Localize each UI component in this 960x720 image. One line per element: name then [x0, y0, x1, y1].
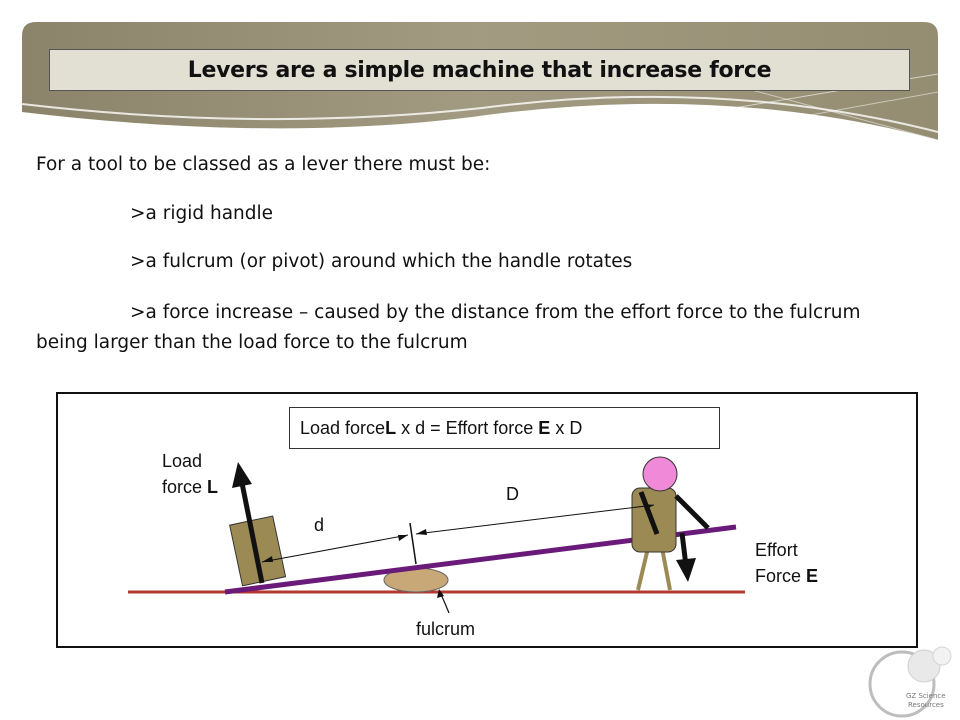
small-d-label: d: [314, 515, 325, 535]
gz-science-logo: GZ Science Resources: [868, 646, 952, 718]
load-label-line1: Load: [162, 451, 203, 471]
big-D-label: D: [506, 484, 519, 504]
formula-part3: x D: [550, 417, 583, 438]
logo-text-line1: GZ Science: [906, 692, 946, 700]
load-arrow-head: [232, 462, 252, 488]
bullet-rigid-handle: >a rigid handle: [130, 203, 274, 224]
person-head: [642, 456, 678, 492]
person-arm: [638, 491, 660, 535]
intro-text: For a tool to be classed as a lever ther…: [36, 154, 491, 175]
lever-diagram: [56, 392, 918, 648]
load-force-label: Load force L: [162, 448, 218, 500]
fulcrum-pointer: [440, 593, 450, 614]
slide-title: Levers are a simple machine that increas…: [187, 57, 772, 83]
person-leg-right: [660, 547, 672, 591]
bullet-fulcrum: >a fulcrum (or pivot) around which the h…: [130, 251, 633, 272]
effort-label-symbol: E: [806, 566, 819, 586]
person-leg-left: [636, 547, 650, 591]
d-arrow: [261, 534, 409, 563]
load-label-line2: force: [162, 477, 208, 497]
effort-arrow: [674, 494, 710, 530]
load-label-symbol: L: [207, 477, 219, 497]
formula-box: Load force L x d = Effort force E x D: [289, 407, 720, 449]
logo-text-line2: Resources: [908, 701, 944, 709]
effort-arrow-head: [676, 558, 696, 582]
effort-label-line2: Force: [755, 566, 807, 586]
formula-part2: x d = Effort force: [396, 417, 539, 438]
bullet-force-increase: >a force increase – caused by the distan…: [36, 302, 861, 353]
fulcrum-tick: [409, 522, 417, 565]
effort-force-label: Effort Force E: [755, 537, 818, 589]
effort-label-line1: Effort: [755, 540, 798, 560]
fulcrum-label: fulcrum: [416, 619, 476, 639]
formula-L: L: [385, 417, 397, 438]
formula-part1: Load force: [300, 417, 386, 438]
title-box: Levers are a simple machine that increas…: [49, 49, 910, 91]
formula-E: E: [538, 417, 551, 438]
D-arrow: [415, 504, 655, 535]
load-arrow: [239, 482, 265, 584]
